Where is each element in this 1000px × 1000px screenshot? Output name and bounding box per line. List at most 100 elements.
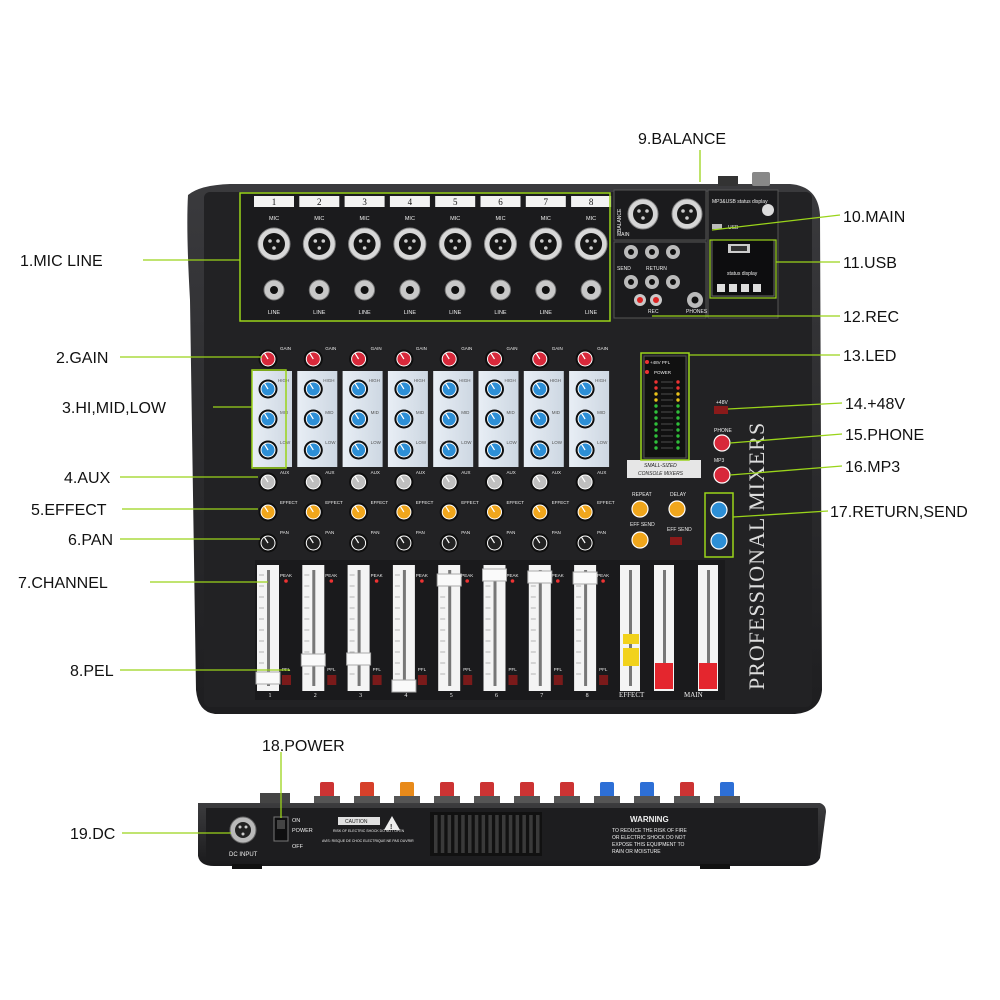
eq-high-knob[interactable] <box>575 379 595 399</box>
pan-knob[interactable] <box>258 533 278 553</box>
pfl-button[interactable] <box>327 675 337 685</box>
eq-low-knob[interactable] <box>303 440 323 460</box>
pan-knob[interactable] <box>485 533 504 553</box>
effect-knob[interactable] <box>258 502 278 522</box>
aux-knob[interactable] <box>258 472 278 492</box>
mp3-knob[interactable] <box>713 466 731 484</box>
effect-knob[interactable] <box>439 502 459 522</box>
main-label: MAIN <box>617 232 630 238</box>
pan-knob[interactable] <box>303 533 323 553</box>
eq-low-knob[interactable] <box>394 440 414 460</box>
aux-knob[interactable] <box>394 472 414 492</box>
gain-knob[interactable] <box>439 349 459 369</box>
eq-low-knob[interactable] <box>530 440 550 460</box>
led-left <box>654 380 658 384</box>
gain-knob[interactable] <box>485 349 504 369</box>
pan-knob[interactable] <box>575 533 595 553</box>
eq-mid-knob[interactable] <box>530 409 550 429</box>
callout-phone: 15.PHONE <box>845 427 924 444</box>
fader-cap[interactable] <box>391 679 417 693</box>
eq-mid-knob[interactable] <box>575 409 595 429</box>
led-right <box>676 434 680 438</box>
pfl-button[interactable] <box>508 675 518 685</box>
aux-knob[interactable] <box>530 472 550 492</box>
effect-fader-cap[interactable] <box>623 634 639 644</box>
main-fader-cap[interactable] <box>699 663 717 689</box>
rec-rca-jacks[interactable] <box>634 294 662 306</box>
gain-knob[interactable] <box>394 349 414 369</box>
delay-knob[interactable] <box>668 500 686 518</box>
eq-mid-knob[interactable] <box>485 409 504 429</box>
eq-high-knob[interactable] <box>258 379 278 399</box>
fader-cap[interactable] <box>436 573 462 587</box>
aux-knob[interactable] <box>349 472 369 492</box>
aux-knob[interactable] <box>439 472 459 492</box>
main-fader-cap[interactable] <box>655 663 673 689</box>
gain-knob[interactable] <box>575 349 595 369</box>
eq-low-knob[interactable] <box>258 440 278 460</box>
eq-mid-knob[interactable] <box>394 409 414 429</box>
pan-knob[interactable] <box>394 533 414 553</box>
high-label: HIGH <box>369 378 380 383</box>
eq-high-knob[interactable] <box>439 379 459 399</box>
pan-knob[interactable] <box>439 533 459 553</box>
phone-knob[interactable] <box>713 434 731 452</box>
pfl-button[interactable] <box>553 675 563 685</box>
callout-dc: 19.DC <box>70 826 115 843</box>
fader-cap[interactable] <box>346 652 372 666</box>
warning-line-4: RAIN OR MOISTURE <box>612 849 661 855</box>
effect-knob[interactable] <box>575 502 595 522</box>
aux-knob[interactable] <box>575 472 595 492</box>
gain-knob[interactable] <box>303 349 323 369</box>
eq-high-knob[interactable] <box>303 379 323 399</box>
pfl-button[interactable] <box>417 675 427 685</box>
eq-low-knob[interactable] <box>439 440 459 460</box>
eq-low-knob[interactable] <box>349 440 369 460</box>
pan-knob[interactable] <box>530 533 550 553</box>
effect-knob[interactable] <box>530 502 550 522</box>
aux-label: AUX <box>416 470 425 475</box>
fader-cap[interactable] <box>572 571 598 585</box>
pfl-button[interactable] <box>463 675 473 685</box>
return-knob[interactable] <box>710 501 728 519</box>
eq-high-knob[interactable] <box>530 379 550 399</box>
repeat-knob[interactable] <box>631 500 649 518</box>
gain-knob[interactable] <box>349 349 369 369</box>
eff-pfl-button[interactable] <box>670 537 682 545</box>
eq-mid-knob[interactable] <box>439 409 459 429</box>
effect-knob[interactable] <box>394 502 414 522</box>
eq-mid-knob[interactable] <box>349 409 369 429</box>
pfl-button[interactable] <box>599 675 609 685</box>
eq-high-knob[interactable] <box>349 379 369 399</box>
eq-low-knob[interactable] <box>575 440 595 460</box>
eq-mid-knob[interactable] <box>258 409 278 429</box>
eff-send-knob[interactable] <box>631 531 649 549</box>
fader-cap[interactable] <box>300 653 326 667</box>
usb-transport-buttons[interactable] <box>717 284 761 292</box>
gain-knob[interactable] <box>258 349 278 369</box>
effect-knob[interactable] <box>349 502 369 522</box>
fader-cap[interactable] <box>482 568 507 582</box>
main-jacks[interactable] <box>624 245 680 289</box>
fader-cap[interactable] <box>255 671 281 685</box>
phantom-48v-button[interactable] <box>714 406 728 414</box>
pan-knob[interactable] <box>349 533 369 553</box>
eq-high-knob[interactable] <box>394 379 414 399</box>
effect-knob[interactable] <box>485 502 504 522</box>
pfl-button[interactable] <box>372 675 382 685</box>
eq-mid-knob[interactable] <box>303 409 323 429</box>
channel-number: 7 <box>544 197 549 207</box>
fader-cap[interactable] <box>527 570 553 584</box>
eq-high-knob[interactable] <box>485 379 504 399</box>
gain-knob[interactable] <box>530 349 550 369</box>
pfl-button[interactable] <box>282 675 291 685</box>
led-right <box>676 410 680 414</box>
effect-knob[interactable] <box>303 502 323 522</box>
aux-knob[interactable] <box>303 472 323 492</box>
aux-knob[interactable] <box>485 472 504 492</box>
power-on-label: ON <box>292 818 300 824</box>
eq-low-knob[interactable] <box>485 440 504 460</box>
send-knob[interactable] <box>710 532 728 550</box>
